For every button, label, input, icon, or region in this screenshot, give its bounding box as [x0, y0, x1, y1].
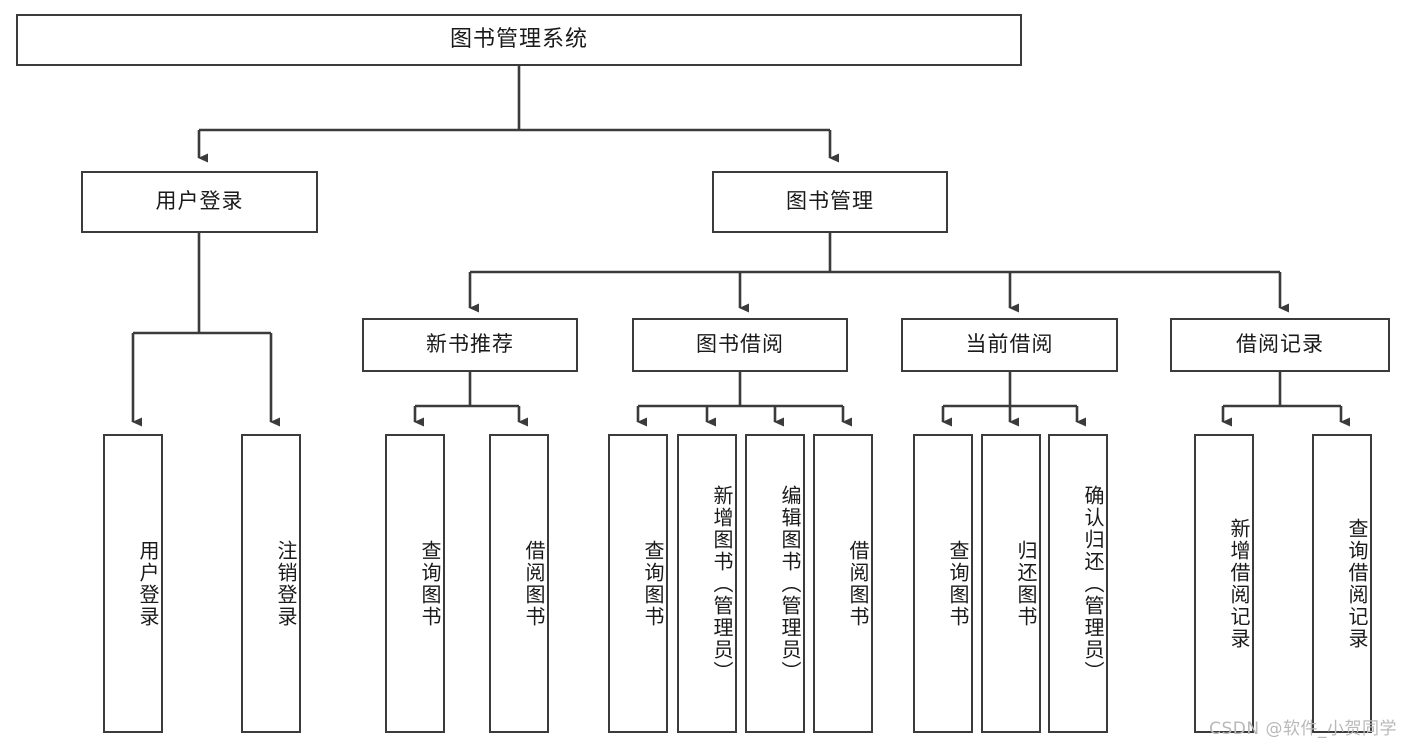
node-book-management-label: 图书管理 [786, 189, 874, 214]
leaf-new-book-borrow[interactable]: 借阅图书 [489, 434, 549, 733]
node-borrow-record-label: 借阅记录 [1236, 332, 1324, 357]
leaf-new-book-borrow-label: 借阅图书 [522, 539, 546, 628]
node-user-login[interactable]: 用户登录 [81, 171, 318, 233]
leaf-borrow-query-book[interactable]: 查询图书 [608, 434, 668, 733]
leaf-current-return-book[interactable]: 归还图书 [981, 434, 1041, 733]
node-new-book-recommend-label: 新书推荐 [426, 332, 514, 357]
leaf-borrow-query-book-label: 查询图书 [641, 539, 665, 628]
leaf-record-query[interactable]: 查询借阅记录 [1312, 434, 1372, 733]
leaf-borrow-edit-book[interactable]: 编辑图书（管理员） [745, 434, 805, 733]
leaf-current-confirm-return[interactable]: 确认归还（管理员） [1048, 434, 1108, 733]
leaf-user-login-signout-label: 注销登录 [274, 539, 298, 628]
leaf-current-confirm-return-label: 确认归还（管理员） [1081, 484, 1105, 683]
leaf-borrow-add-book[interactable]: 新增图书（管理员） [677, 434, 737, 733]
node-book-management[interactable]: 图书管理 [712, 171, 948, 233]
leaf-current-return-book-label: 归还图书 [1014, 539, 1038, 628]
leaf-user-login-signin-label: 用户登录 [136, 539, 160, 628]
leaf-user-login-signout[interactable]: 注销登录 [241, 434, 301, 733]
node-current-borrow-label: 当前借阅 [965, 332, 1054, 357]
node-root-label: 图书管理系统 [449, 26, 588, 52]
node-book-borrow[interactable]: 图书借阅 [632, 318, 848, 372]
leaf-new-book-query[interactable]: 查询图书 [385, 434, 445, 733]
csdn-watermark: CSDN @软件_小贺同学 [1209, 719, 1397, 739]
leaf-current-query-book[interactable]: 查询图书 [913, 434, 973, 733]
node-borrow-record[interactable]: 借阅记录 [1170, 318, 1390, 372]
node-current-borrow[interactable]: 当前借阅 [901, 318, 1118, 372]
leaf-current-query-book-label: 查询图书 [946, 539, 970, 628]
leaf-record-add[interactable]: 新增借阅记录 [1194, 434, 1254, 733]
node-new-book-recommend[interactable]: 新书推荐 [362, 318, 578, 372]
leaf-new-book-query-label: 查询图书 [418, 539, 442, 628]
leaf-borrow-borrow-book[interactable]: 借阅图书 [813, 434, 873, 733]
leaf-borrow-edit-book-label: 编辑图书（管理员） [778, 484, 802, 683]
leaf-record-add-label: 新增借阅记录 [1227, 517, 1251, 650]
leaf-record-query-label: 查询借阅记录 [1345, 517, 1369, 650]
leaf-borrow-add-book-label: 新增图书（管理员） [710, 484, 734, 683]
leaf-user-login-signin[interactable]: 用户登录 [103, 434, 163, 733]
node-book-borrow-label: 图书借阅 [696, 332, 784, 357]
node-user-login-label: 用户登录 [155, 189, 244, 214]
node-root[interactable]: 图书管理系统 [16, 14, 1022, 66]
leaf-borrow-borrow-book-label: 借阅图书 [846, 539, 870, 628]
